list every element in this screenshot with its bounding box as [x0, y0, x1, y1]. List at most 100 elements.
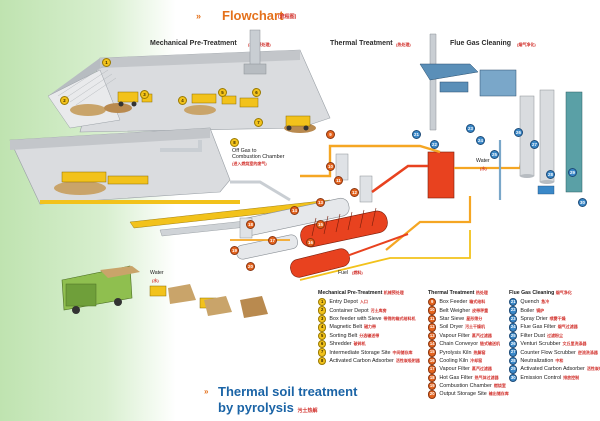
- upper-storage-hall: [47, 29, 331, 133]
- section-heading-thermal: Thermal Treatment: [330, 40, 393, 47]
- legend-item-label-cn: 逆流洗涤器: [577, 349, 598, 355]
- scene-marker-4: 4: [178, 96, 187, 105]
- legend-item-label: Soil Dryer: [439, 324, 464, 331]
- thermal-units: [236, 151, 455, 278]
- legend-number-badge: 19: [428, 381, 437, 391]
- legend-item-label: Filter Dust: [520, 332, 545, 339]
- water-label-top-cn: (水): [480, 166, 487, 171]
- legend-number-badge: 15: [428, 348, 437, 357]
- legend-item-label: Hot Gas Filter: [439, 374, 473, 381]
- off-gas-label: Off Gas to: [232, 148, 257, 154]
- truck-and-loaders: [61, 265, 268, 318]
- scene-marker-23: 23: [466, 124, 475, 133]
- scene-marker-15: 15: [316, 220, 325, 229]
- header-arrow-icon: »: [196, 11, 202, 21]
- scene-marker-24: 24: [476, 136, 485, 145]
- legend-item-label-cn: 箱式给料: [469, 299, 486, 305]
- legend-item-label-cn: 中间储存库: [392, 349, 413, 355]
- section-heading-thermal-cn: (热处理): [396, 42, 411, 47]
- legend-item-label: Shredder: [329, 341, 352, 348]
- section-heading-flue: Flue Gas Cleaning: [450, 40, 512, 47]
- legend-item-label: Counter Flow Scrubber: [520, 349, 576, 356]
- scene-marker-19: 19: [230, 246, 239, 255]
- legend-number-badge: 22: [509, 306, 518, 315]
- scene-marker-10: 10: [326, 162, 335, 171]
- legend-item-label: Magnetic Belt: [329, 324, 363, 331]
- legend-item-label: Box feeder with Sieve: [329, 315, 382, 322]
- scene-marker-11: 11: [334, 176, 343, 185]
- scene-marker-5: 5: [218, 88, 227, 97]
- legend-item-label-cn: 燃烧室: [493, 383, 506, 389]
- gas-pipes: [230, 109, 532, 281]
- footer-arrow-icon: »: [204, 387, 209, 396]
- legend-item-label: Pyrolysis Kiln: [439, 349, 472, 356]
- combustion-chamber-label: Combustion Chamber: [232, 154, 285, 160]
- legend-item-label: Combustion Chamber: [439, 383, 492, 390]
- fuel-label: Fuel: [338, 270, 349, 276]
- legend-item-label: Spray Drier: [520, 315, 548, 322]
- scene-marker-6: 6: [252, 88, 261, 97]
- scene-marker-28: 28: [546, 170, 555, 179]
- scene-marker-30: 30: [578, 198, 587, 207]
- legend-item-label: Flue Gas Filter: [520, 324, 556, 331]
- fuel-label-cn: (燃料): [352, 270, 363, 275]
- section-heading-flue-cn: (烟气净化): [517, 42, 536, 47]
- legend-item-label-cn: 入口: [359, 299, 368, 305]
- scene-marker-8: 8: [230, 138, 239, 147]
- legend-number-badge: 29: [509, 365, 518, 374]
- scene-marker-3: 3: [140, 90, 149, 99]
- lower-storage-hall: [9, 127, 240, 205]
- footer-title-line2-row: by pyrolysis 污土热解: [218, 400, 357, 419]
- scene-marker-1: 1: [102, 58, 111, 67]
- legend-item-label: Neutralization: [520, 357, 554, 364]
- legend-item-label: Intermediate Storage Site: [329, 349, 391, 356]
- legend-item-label-cn: 皮带秤重: [472, 307, 489, 313]
- legend-thermal-title: Thermal Treatment 热处理: [428, 290, 488, 296]
- legend-item-label-cn: 锅炉: [536, 307, 545, 313]
- legend-number-badge: 16: [428, 356, 437, 366]
- legend-item-label: Container Depot: [329, 307, 369, 314]
- legend-item-label: Venturi Scrubber: [520, 341, 561, 348]
- legend-item-label-cn: 破碎机: [353, 341, 366, 347]
- legend-item-label-cn: 分选输送带: [359, 332, 380, 338]
- legend-item-label: Chain Conveyor: [439, 341, 479, 348]
- legend-item-label-cn: 蒸汽过滤器: [471, 366, 492, 372]
- scene-marker-27: 27: [530, 140, 539, 149]
- legend-item-label-cn: 热气体过滤器: [474, 374, 499, 380]
- legend-number-badge: 8: [318, 356, 327, 366]
- legend-number-badge: 30: [509, 373, 518, 382]
- legend-item-label: Vapour Filter: [439, 366, 470, 373]
- legend-item-label-cn: 烟气过滤器: [557, 324, 578, 330]
- legend-number-badge: 4: [318, 323, 327, 332]
- legend-item-label-cn: 排放控制: [563, 374, 580, 380]
- legend-number-badge: 24: [509, 323, 518, 332]
- legend-item-label-cn: 污土库房: [370, 307, 387, 313]
- scene-marker-2: 2: [60, 96, 69, 105]
- legend-number-badge: 26: [509, 339, 518, 349]
- legend-item-label: Boiler: [520, 307, 535, 314]
- legend-number-badge: 17: [428, 365, 437, 374]
- water-label-left-cn: (水): [152, 278, 159, 283]
- legend-item-label-cn: 喷雾干燥: [549, 315, 566, 321]
- legend-item-label: Emission Control: [520, 374, 562, 381]
